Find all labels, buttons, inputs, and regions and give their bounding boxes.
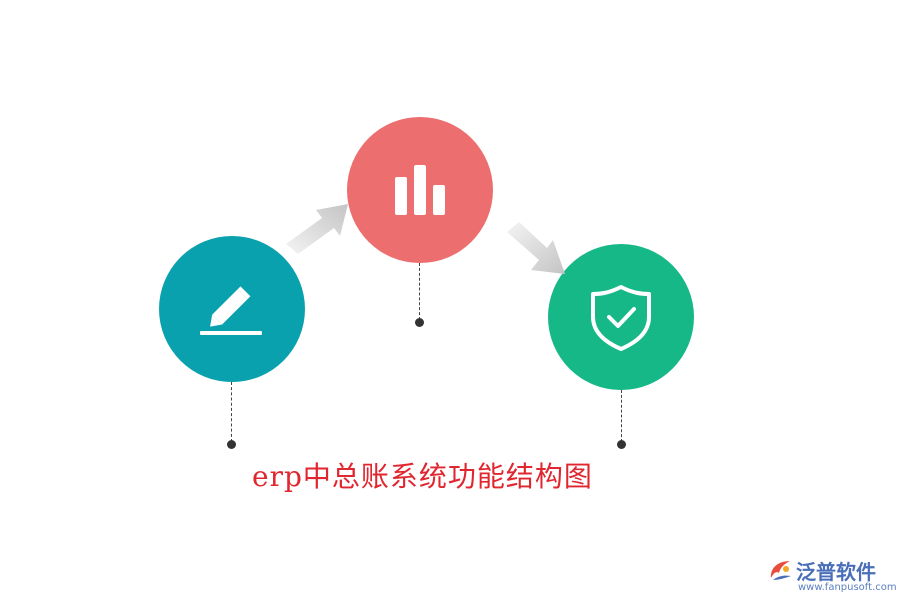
step-circle-chart [347, 117, 493, 263]
pencil-edit-icon [200, 286, 262, 335]
shield-check-icon [591, 285, 651, 351]
brand-url: www.fanpusoft.com [798, 582, 897, 593]
flow-arrow-up [286, 204, 348, 254]
step-circle-shield [548, 244, 694, 390]
step-circle-edit [159, 236, 305, 382]
flow-arrow-down [507, 222, 565, 274]
diagram-title: erp中总账系统功能结构图 [252, 460, 593, 493]
connector-dot-edit [227, 440, 236, 449]
bar-chart-icon [395, 165, 445, 215]
connector-line-chart [419, 263, 420, 320]
brand-name: 泛普软件 [796, 560, 876, 584]
connector-dot-shield [617, 440, 626, 449]
connector-line-edit [231, 382, 232, 442]
brand-logo[interactable]: 泛普软件 www.fanpusoft.com [768, 556, 897, 596]
connector-dot-chart [415, 318, 424, 327]
connector-line-shield [621, 390, 622, 442]
fanpu-logo-icon [770, 561, 791, 580]
